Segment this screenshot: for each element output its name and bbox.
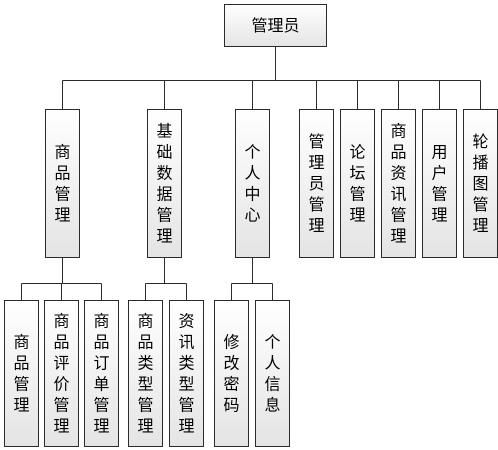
- node-label: 用户管理: [431, 143, 447, 225]
- node-box: [381, 109, 416, 258]
- node-box: [128, 300, 163, 447]
- node-box: [44, 300, 79, 447]
- node-carousel-mgmt: 轮播图管理: [463, 109, 498, 258]
- node-personal-center: 个人中心: [235, 109, 270, 258]
- diagram-nodes: 管理员商品管理商品管理商品评价管理商品订单管理基础数据管理商品类型管理资讯类型管…: [4, 4, 498, 447]
- node-box: [45, 109, 80, 258]
- node-label: 商品资讯管理: [390, 122, 406, 246]
- node-admin-mgmt: 管理员管理: [299, 109, 334, 258]
- node-goods-review-mgmt: 商品评价管理: [44, 300, 79, 447]
- node-user-mgmt: 用户管理: [422, 109, 457, 258]
- node-box: [255, 300, 290, 447]
- node-admin: 管理员: [224, 4, 327, 47]
- node-label: 轮播图管理: [472, 132, 488, 235]
- node-news-type-mgmt: 资讯类型管理: [169, 300, 204, 447]
- node-box: [84, 300, 119, 447]
- node-box: [224, 4, 327, 47]
- node-basic-data-mgmt: 基础数据管理: [147, 109, 182, 258]
- node-personal-info: 个人信息: [255, 300, 290, 447]
- node-label: 资讯类型管理: [178, 312, 194, 436]
- node-goods-order-mgmt: 商品订单管理: [84, 300, 119, 447]
- node-label: 商品订单管理: [93, 312, 109, 436]
- node-change-password: 修改密码: [214, 300, 249, 447]
- node-goods-admin: 商品管理: [4, 300, 39, 447]
- node-box: [422, 109, 457, 258]
- node-goods-news-mgmt: 商品资讯管理: [381, 109, 416, 258]
- node-box: [147, 109, 182, 258]
- node-label: 个人信息: [264, 333, 280, 415]
- node-box: [169, 300, 204, 447]
- node-label: 商品类型管理: [137, 312, 153, 436]
- node-label: 管理员: [251, 16, 299, 35]
- node-box: [340, 109, 375, 258]
- node-label: 基础数据管理: [156, 122, 172, 246]
- node-label: 修改密码: [223, 333, 239, 415]
- node-box: [463, 109, 498, 258]
- node-label: 商品管理: [54, 143, 70, 225]
- node-label: 论坛管理: [349, 143, 365, 225]
- node-box: [214, 300, 249, 447]
- node-goods-type-mgmt: 商品类型管理: [128, 300, 163, 447]
- node-label: 个人中心: [244, 143, 260, 225]
- node-forum-mgmt: 论坛管理: [340, 109, 375, 258]
- node-label: 商品管理: [13, 333, 29, 415]
- connector-lines: [21, 46, 481, 301]
- node-box: [235, 109, 270, 258]
- node-label: 商品评价管理: [53, 312, 69, 436]
- node-box: [4, 300, 39, 447]
- node-label: 管理员管理: [308, 132, 324, 235]
- node-goods-mgmt: 商品管理: [45, 109, 80, 258]
- node-box: [299, 109, 334, 258]
